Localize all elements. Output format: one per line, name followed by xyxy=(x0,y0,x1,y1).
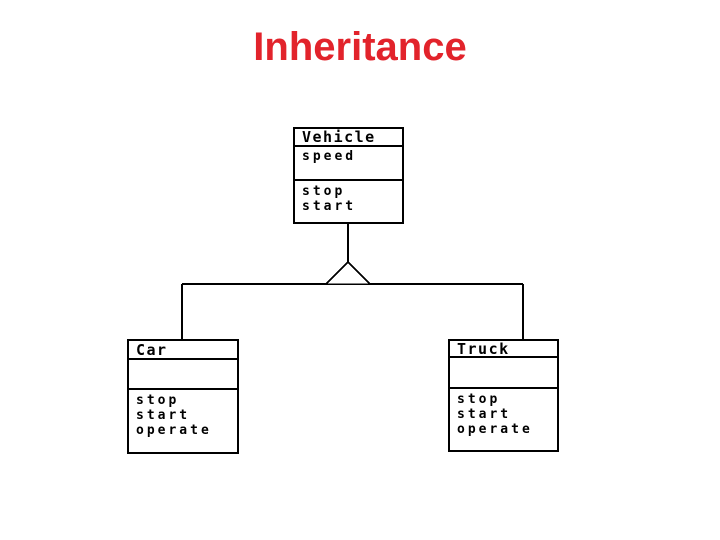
hollow-triangle-icon xyxy=(324,260,372,285)
method-item: stop xyxy=(136,393,180,408)
method-item: operate xyxy=(457,422,533,437)
class-attributes-section xyxy=(450,358,557,389)
class-box-truck: Truck stop start operate xyxy=(448,339,559,452)
method-item: stop xyxy=(302,184,346,199)
class-box-car: Car stop start operate xyxy=(127,339,239,454)
class-methods-section: stop start operate xyxy=(129,390,237,438)
page-title: Inheritance xyxy=(253,25,467,69)
class-methods-section: stop start operate xyxy=(450,389,557,437)
method-item: operate xyxy=(136,423,212,438)
class-name: Car xyxy=(129,341,237,360)
class-name: Truck xyxy=(450,341,557,358)
class-attributes-section: speed xyxy=(295,147,402,181)
class-methods-section: stop start xyxy=(295,181,402,214)
attribute-item: speed xyxy=(302,149,357,164)
class-attributes-section xyxy=(129,360,237,390)
class-box-vehicle: Vehicle speed stop start xyxy=(293,127,404,224)
class-name: Vehicle xyxy=(295,129,402,147)
method-item: start xyxy=(136,408,191,423)
method-item: stop xyxy=(457,392,501,407)
method-item: start xyxy=(302,199,357,214)
method-item: start xyxy=(457,407,512,422)
